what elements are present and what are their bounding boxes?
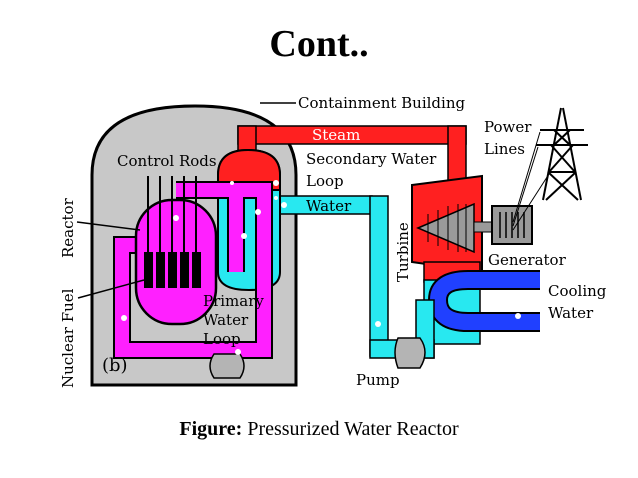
label-control-rods: Control Rods: [117, 152, 217, 170]
label-primary-water-3: Loop: [203, 330, 241, 348]
label-cooling-water-2: Water: [548, 304, 594, 322]
secondary-pump: [394, 337, 426, 369]
power-tower-icon: [536, 107, 588, 201]
label-pump: Pump: [356, 371, 400, 389]
label-generator: Generator: [488, 251, 567, 269]
slide-title: Cont..: [269, 23, 369, 65]
label-panel-tag: (b): [102, 355, 128, 376]
label-cooling-water-1: Cooling: [548, 282, 607, 300]
label-steam: Steam: [312, 126, 360, 144]
turbine-blades-icon: [427, 204, 467, 252]
label-water: Water: [306, 197, 352, 215]
label-primary-water-2: Water: [203, 311, 249, 329]
primary-pump: [209, 353, 245, 379]
caption-prefix: Figure:: [179, 418, 243, 440]
label-primary-water-1: Primary: [203, 292, 264, 310]
label-nuclear-fuel: Nuclear Fuel: [59, 288, 77, 388]
fuel-rods-icon: [144, 252, 201, 288]
figure-caption: Figure: Pressurized Water Reactor: [0, 418, 638, 441]
control-rods-icon: [147, 176, 197, 252]
label-secondary-water-1: Secondary Water: [306, 150, 437, 168]
label-power-lines-1: Power: [484, 118, 532, 136]
leader-lines: [76, 102, 296, 299]
label-secondary-water-2: Loop: [306, 172, 344, 190]
power-lines: [512, 131, 550, 231]
secondary-water-pipe-down: [369, 195, 389, 357]
flow-dots: [121, 180, 521, 355]
label-containment-building: Containment Building: [298, 94, 465, 112]
generator-coils-icon: [499, 212, 525, 238]
label-power-lines-2: Lines: [484, 140, 525, 158]
label-reactor: Reactor: [59, 197, 77, 258]
label-turbine: Turbine: [394, 222, 412, 282]
steam-generator-top: [217, 148, 281, 191]
caption-text: Pressurized Water Reactor: [247, 418, 459, 440]
